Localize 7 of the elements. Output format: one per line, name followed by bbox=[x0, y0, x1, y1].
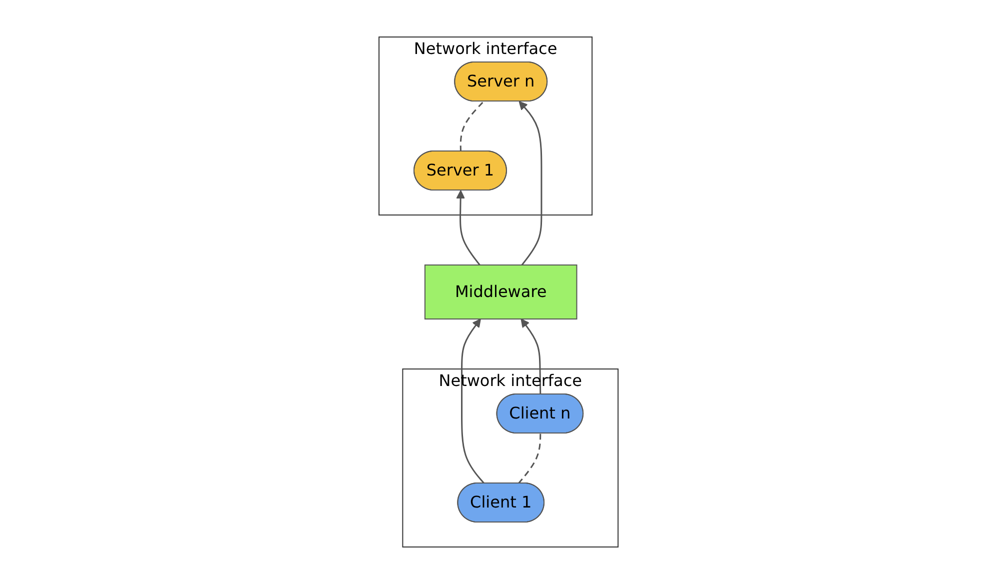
connector bbox=[518, 433, 542, 484]
arrow bbox=[462, 318, 486, 484]
arrow bbox=[521, 318, 542, 394]
node-box: Middleware bbox=[424, 264, 578, 320]
arrow bbox=[456, 190, 481, 266]
arrow bbox=[519, 101, 543, 266]
connector bbox=[460, 100, 485, 152]
